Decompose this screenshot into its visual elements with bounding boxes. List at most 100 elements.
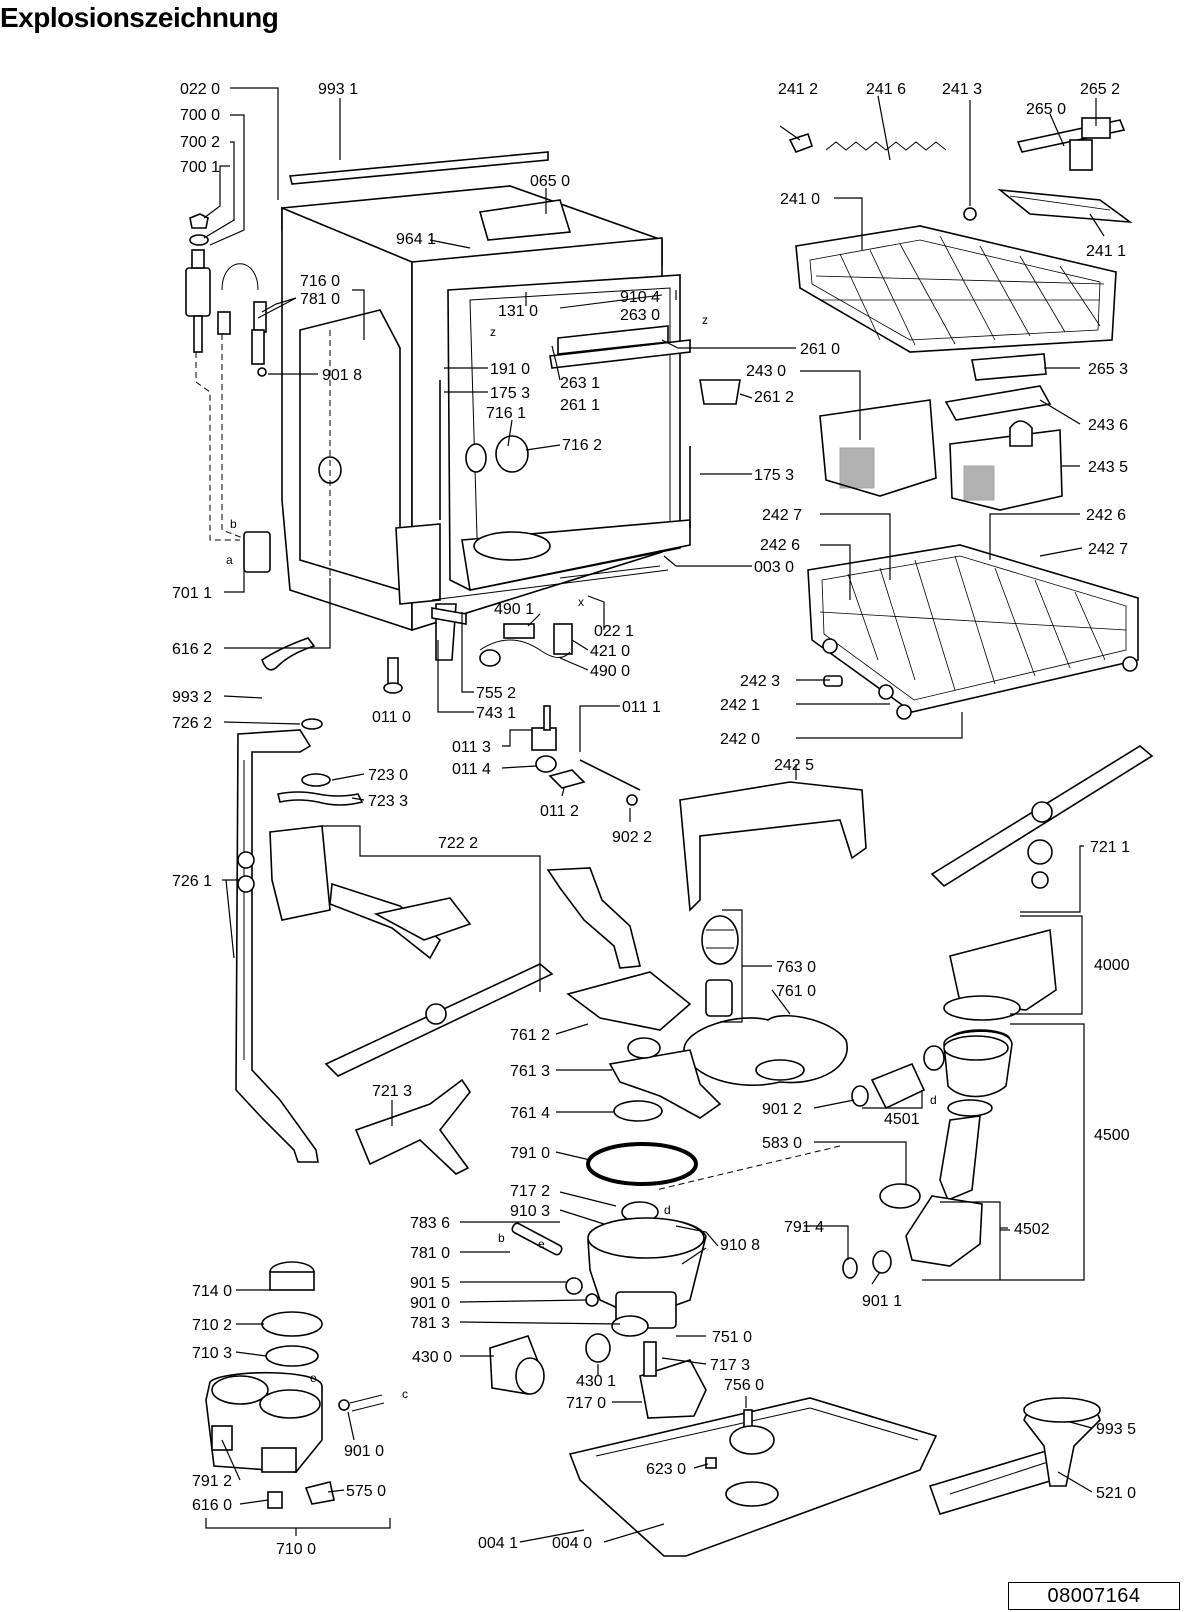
label-265-3: 265 3 xyxy=(1088,361,1128,378)
marker-b-1: b xyxy=(230,517,237,531)
label-011-2: 011 2 xyxy=(540,803,579,820)
label-901-5: 901 5 xyxy=(410,1275,450,1292)
label-241-1: 241 1 xyxy=(1086,243,1126,260)
label-616-0: 616 0 xyxy=(192,1497,232,1514)
label-700-1: 700 1 xyxy=(180,159,220,176)
marker-z-1: z xyxy=(490,325,496,339)
label-243-6: 243 6 xyxy=(1088,417,1128,434)
label-191-0: 191 0 xyxy=(490,361,530,378)
upper-rack xyxy=(788,117,1133,421)
marker-c: c xyxy=(402,1387,408,1401)
label-901-2: 901 2 xyxy=(762,1101,802,1118)
label-242-0: 242 0 xyxy=(720,731,760,748)
cutlery-basket xyxy=(819,399,1063,511)
label-011-0: 011 0 xyxy=(372,709,411,726)
label-901-0-a: 901 0 xyxy=(410,1295,450,1312)
label-022-0: 022 0 xyxy=(180,81,220,98)
label-901-0-b: 901 0 xyxy=(344,1443,384,1460)
label-004-1: 004 1 xyxy=(478,1535,518,1552)
label-004-0: 004 0 xyxy=(552,1535,592,1552)
label-4502: 4502 xyxy=(1014,1221,1050,1238)
water-softener xyxy=(205,1261,385,1509)
assembly-markers: z z x b a d d e e b c xyxy=(226,313,937,1401)
label-011-1: 011 1 xyxy=(622,699,661,716)
label-910-4: 910 4 xyxy=(620,289,660,306)
label-4000: 4000 xyxy=(1094,957,1130,974)
label-490-0: 490 0 xyxy=(590,663,630,680)
label-723-0: 723 0 xyxy=(368,767,408,784)
label-755-2: 755 2 xyxy=(476,685,516,702)
page-title: Explosionszeichnung xyxy=(0,2,279,33)
sump-and-pump xyxy=(489,915,1057,1419)
label-011-3: 011 3 xyxy=(452,739,491,756)
label-242-3: 242 3 xyxy=(740,673,780,690)
label-583-0: 583 0 xyxy=(762,1135,802,1152)
label-065-0: 065 0 xyxy=(530,173,570,190)
label-781-0-b: 781 0 xyxy=(410,1245,450,1262)
label-710-3: 710 3 xyxy=(192,1345,232,1362)
label-902-2: 902 2 xyxy=(612,829,652,846)
label-243-5: 243 5 xyxy=(1088,459,1128,476)
marker-d-1: d xyxy=(930,1093,937,1107)
label-242-6-a: 242 6 xyxy=(760,537,800,554)
label-761-0: 761 0 xyxy=(776,983,816,1000)
label-175-3-a: 175 3 xyxy=(490,385,530,402)
label-717-3: 717 3 xyxy=(710,1357,750,1374)
label-714-0: 714 0 xyxy=(192,1283,232,1300)
label-781-0: 781 0 xyxy=(300,291,340,308)
label-242-6-b: 242 6 xyxy=(1086,507,1126,524)
label-783-6: 783 6 xyxy=(410,1215,450,1232)
label-242-5: 242 5 xyxy=(774,757,814,774)
label-623-0: 623 0 xyxy=(646,1461,686,1478)
label-791-4: 791 4 xyxy=(784,1219,824,1236)
label-241-2: 241 2 xyxy=(778,81,818,98)
label-910-8: 910 8 xyxy=(720,1237,760,1254)
label-763-0: 763 0 xyxy=(776,959,816,976)
label-721-1: 721 1 xyxy=(1090,839,1130,856)
label-716-2: 716 2 xyxy=(562,437,602,454)
water-inlet-parts xyxy=(185,213,271,573)
label-241-0: 241 0 xyxy=(780,191,820,208)
label-901-8: 901 8 xyxy=(322,367,362,384)
label-710-0: 710 0 xyxy=(276,1541,316,1558)
label-717-0: 717 0 xyxy=(566,1395,606,1412)
label-430-1: 430 1 xyxy=(576,1373,616,1390)
label-721-3: 721 3 xyxy=(372,1083,412,1100)
label-700-2: 700 2 xyxy=(180,134,220,151)
label-265-0: 265 0 xyxy=(1026,101,1066,118)
label-243-0: 243 0 xyxy=(746,363,786,380)
label-131-0: 131 0 xyxy=(498,303,538,320)
label-261-2: 261 2 xyxy=(754,389,794,406)
marker-e-2: e xyxy=(310,1371,317,1385)
label-743-1: 743 1 xyxy=(476,705,516,722)
label-901-1: 901 1 xyxy=(862,1293,902,1310)
label-490-1: 490 1 xyxy=(494,601,534,618)
label-022-1: 022 1 xyxy=(594,623,634,640)
label-003-0: 003 0 xyxy=(754,559,794,576)
label-261-0: 261 0 xyxy=(800,341,840,358)
label-756-0: 756 0 xyxy=(724,1377,764,1394)
label-575-0: 575 0 xyxy=(346,1483,386,1500)
label-242-1: 242 1 xyxy=(720,697,760,714)
tub-assembly xyxy=(281,151,741,661)
label-700-0: 700 0 xyxy=(180,107,220,124)
label-722-2: 722 2 xyxy=(438,835,478,852)
base-plate xyxy=(261,623,1101,1557)
part-labels: 022 0 700 0 700 2 700 1 993 1 065 0 964 … xyxy=(172,81,1136,1558)
label-751-0: 751 0 xyxy=(712,1329,752,1346)
label-781-3: 781 3 xyxy=(410,1315,450,1332)
label-241-6: 241 6 xyxy=(866,81,906,98)
label-521-0: 521 0 xyxy=(1096,1485,1136,1502)
label-263-1: 263 1 xyxy=(560,375,600,392)
label-716-0: 716 0 xyxy=(300,273,340,290)
document-number: 08007164 xyxy=(1008,1582,1180,1610)
label-993-1: 993 1 xyxy=(318,81,358,98)
label-616-2: 616 2 xyxy=(172,641,212,658)
label-242-7-a: 242 7 xyxy=(762,507,802,524)
leader-lines xyxy=(203,87,1105,1543)
label-261-1: 261 1 xyxy=(560,397,600,414)
label-964-1: 964 1 xyxy=(396,231,436,248)
label-701-1: 701 1 xyxy=(172,585,212,602)
label-726-2: 726 2 xyxy=(172,715,212,732)
